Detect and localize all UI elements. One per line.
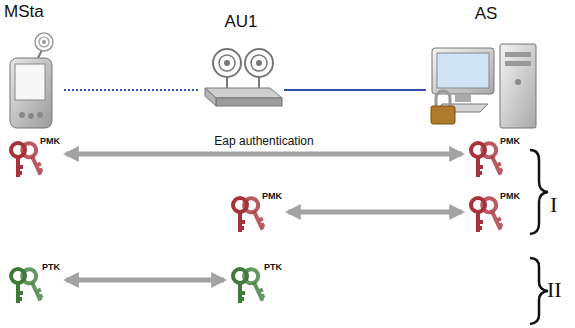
group-label: II	[547, 277, 562, 303]
device-label: AS	[475, 4, 498, 24]
connector	[288, 210, 462, 215]
key-node: PMK	[466, 187, 522, 237]
key-symbol	[6, 266, 46, 306]
device-label: AU1	[224, 12, 257, 32]
key-node: PMK	[6, 132, 62, 182]
pda-icon	[10, 33, 53, 128]
connector	[284, 89, 426, 91]
key-node: PMK	[466, 132, 522, 182]
device-node: AS	[426, 4, 546, 130]
connector	[64, 89, 198, 91]
key-node: PTK	[6, 258, 62, 308]
router-icon	[205, 49, 282, 106]
key-node: PMK	[228, 187, 284, 237]
device-label: MSta	[4, 2, 44, 22]
brace	[530, 258, 548, 324]
connector	[66, 278, 224, 283]
brace	[530, 150, 548, 234]
key-symbol	[228, 195, 268, 235]
key-label: PTK	[264, 262, 282, 272]
computer-icon	[431, 44, 536, 128]
connector	[66, 152, 462, 157]
key-label: PMK	[500, 136, 520, 146]
key-label: PMK	[40, 136, 60, 146]
key-label: PMK	[500, 191, 520, 201]
key-symbol	[466, 140, 506, 180]
group-label: I	[550, 192, 557, 218]
key-node: PTK	[228, 258, 284, 308]
key-label: PTK	[42, 262, 60, 272]
device-node: MSta	[4, 2, 64, 130]
edge-label: Eap authentication	[212, 134, 315, 148]
device-node: AU1	[198, 12, 284, 108]
key-symbol	[6, 140, 46, 180]
key-label: PMK	[262, 191, 282, 201]
key-symbol	[228, 266, 268, 306]
key-symbol	[466, 195, 506, 235]
